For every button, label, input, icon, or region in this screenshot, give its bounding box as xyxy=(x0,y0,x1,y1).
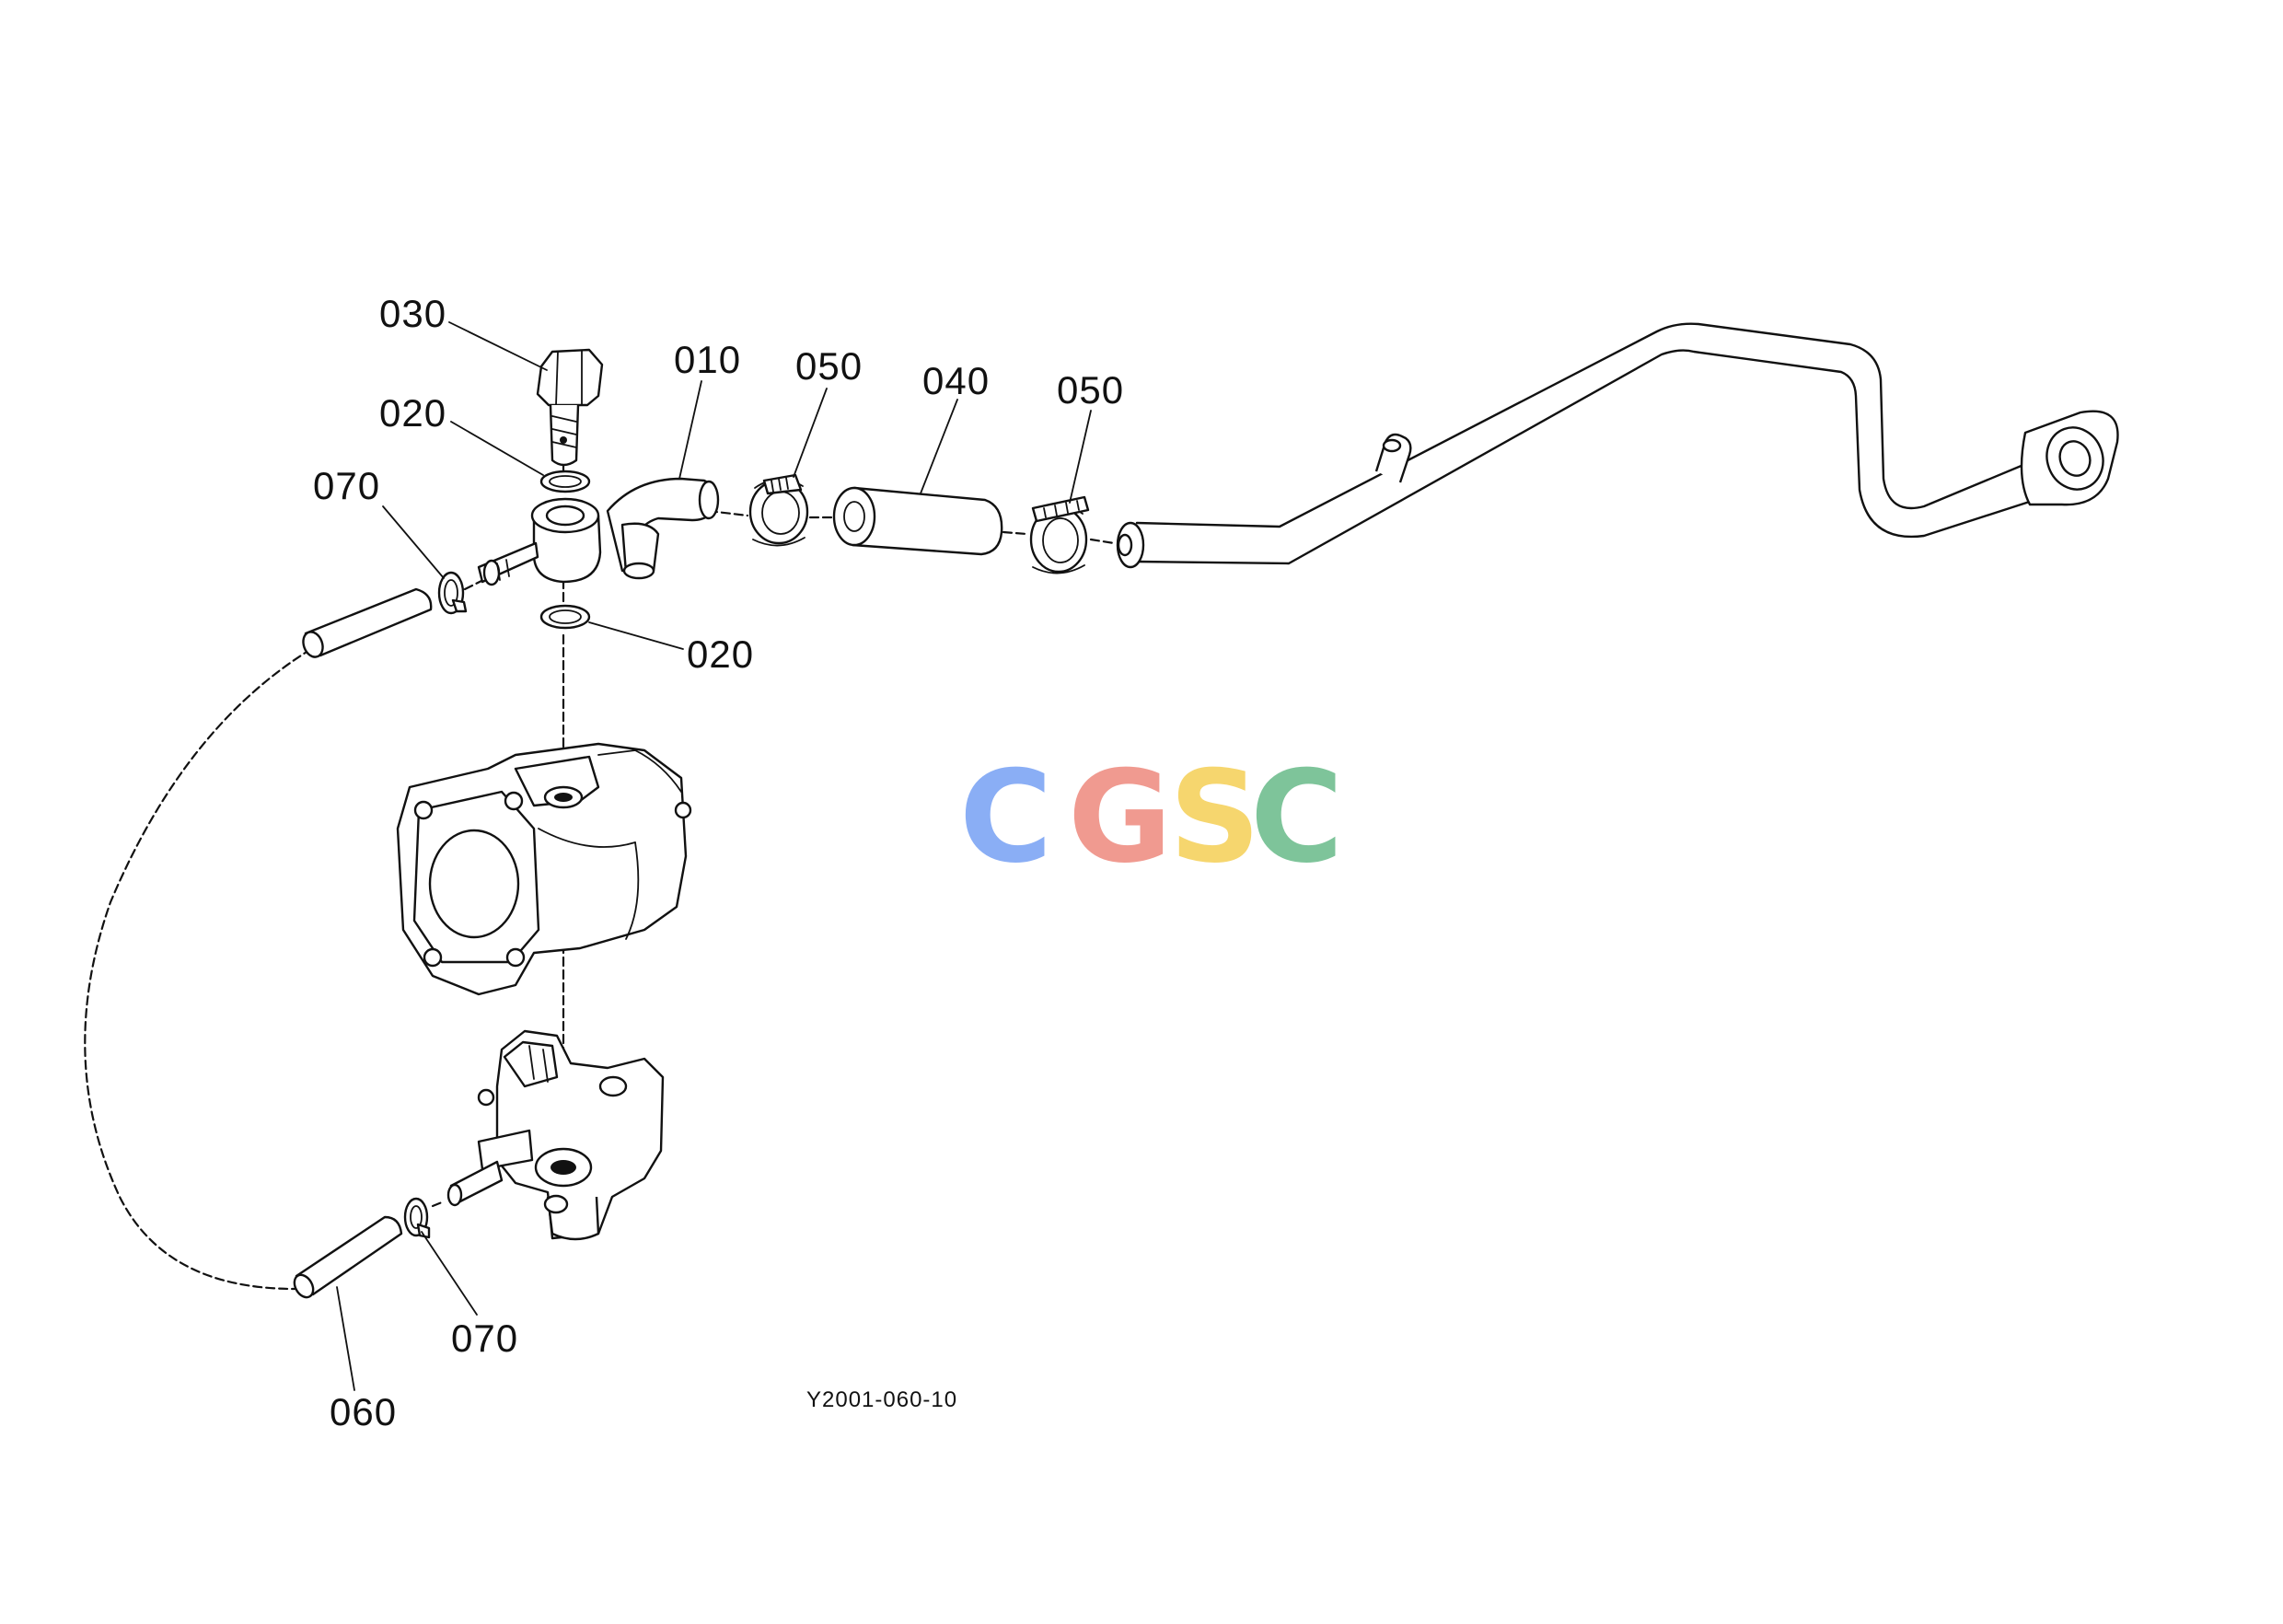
watermark-letter-c2: C xyxy=(1250,743,1343,891)
callout-040: 040 xyxy=(922,359,990,402)
cgsc-watermark-logo: C G S C xyxy=(959,743,1343,891)
callout-030: 030 xyxy=(379,292,446,335)
callout-050-right: 050 xyxy=(1057,368,1124,412)
callout-060: 060 xyxy=(330,1390,397,1433)
hose-060-upper xyxy=(302,587,433,658)
fuel-pump-body xyxy=(396,742,692,996)
callout-050-left: 050 xyxy=(795,344,863,388)
watermark-letter-c1: C xyxy=(959,743,1052,891)
callout-010: 010 xyxy=(674,338,741,381)
return-pipe xyxy=(1116,322,2119,569)
callout-070-lower: 070 xyxy=(451,1317,518,1360)
washer-020-lower xyxy=(539,604,591,630)
banjo-fitting-010 xyxy=(477,477,720,586)
callout-020-lower: 020 xyxy=(687,632,754,676)
lower-valve-body xyxy=(446,1029,665,1241)
clamp-070-upper xyxy=(437,571,468,615)
callout-020-upper: 020 xyxy=(379,391,446,435)
watermark-letter-g: G xyxy=(1068,743,1172,891)
hose-clamp-050-right xyxy=(1029,495,1090,574)
washer-020-upper xyxy=(539,470,591,493)
hose-060-lower xyxy=(293,1215,403,1299)
watermark-letter-s: S xyxy=(1169,743,1260,891)
callout-labels: 030 020 070 010 050 040 050 020 070 060 … xyxy=(313,292,1124,1433)
drawing-code: Y2001-060-10 xyxy=(806,1387,957,1412)
leader-lines xyxy=(336,321,1092,1391)
banjo-bolt-030 xyxy=(536,348,604,467)
rubber-hose-040 xyxy=(832,486,1003,556)
hose-clamp-050-left xyxy=(748,473,809,547)
callout-070-upper: 070 xyxy=(313,464,380,507)
clamp-070-lower xyxy=(403,1197,431,1239)
